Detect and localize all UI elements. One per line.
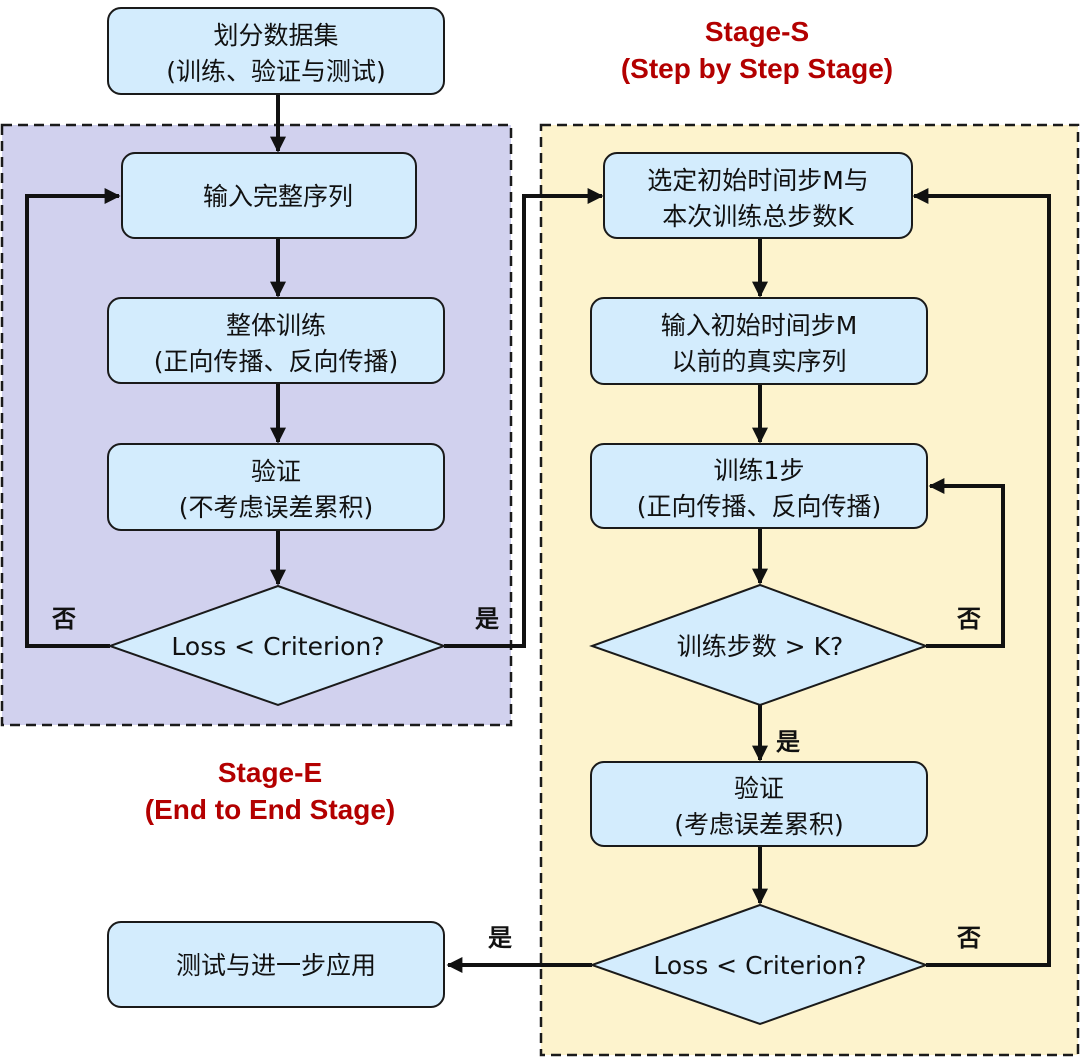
branch-step-no: 否 [956, 605, 981, 633]
arrow-e-no-loop [25, 188, 121, 648]
arrow-e-yes-to-s [444, 188, 604, 648]
branch-step-yes: 是 [776, 728, 800, 756]
node-overall-training: 整体训练 (正向传播、反向传播) [107, 297, 445, 384]
stage-e-subtitle: (End to End Stage) [145, 794, 395, 825]
decision-s-loss-criterion: Loss < Criterion? [589, 903, 929, 1026]
node-s-select-line2: 本次训练总步数K [662, 202, 854, 231]
node-e-train-line2: (正向传播、反向传播) [154, 347, 399, 376]
node-e-validate-line2: (不考虑误差累积) [179, 493, 374, 522]
decision-e-loss-criterion: Loss < Criterion? [107, 584, 447, 707]
decision-e-text: Loss < Criterion? [171, 632, 384, 661]
node-train-one-step: 训练1步 (正向传播、反向传播) [590, 443, 928, 529]
node-input-full-sequence: 输入完整序列 [121, 152, 417, 239]
stage-s-subtitle: (Step by Step Stage) [621, 53, 893, 84]
node-s-validate-line1: 验证 [734, 774, 784, 803]
branch-e-yes: 是 [475, 605, 499, 633]
arrow-s-no-loop [912, 188, 1051, 967]
stage-e-title: Stage-E [218, 757, 322, 788]
node-split-line1: 划分数据集 [213, 21, 338, 50]
node-e-validate-line1: 验证 [251, 457, 301, 486]
branch-e-no: 否 [51, 605, 76, 633]
node-validate-no-accum: 验证 (不考虑误差累积) [107, 443, 445, 531]
branch-s-yes: 是 [488, 924, 512, 952]
node-s-train-line2: (正向传播、反向传播) [637, 492, 882, 521]
node-test-and-apply: 测试与进一步应用 [107, 921, 445, 1008]
arrow-step-no-loop [926, 478, 1005, 648]
node-s-train-line1: 训练1步 [714, 456, 805, 485]
branch-s-no: 否 [956, 924, 981, 952]
node-e-train-line1: 整体训练 [226, 311, 326, 340]
node-input-true-sequence: 输入初始时间步M 以前的真实序列 [590, 297, 928, 385]
stage-s-title: Stage-S [705, 16, 809, 47]
node-s-validate-line2: (考虑误差累积) [674, 810, 844, 839]
decision-step-text: 训练步数 > K? [677, 632, 844, 661]
stage-s-region [539, 123, 1080, 1057]
node-split-dataset: 划分数据集 (训练、验证与测试) [107, 7, 445, 95]
node-s-select-line1: 选定初始时间步M与 [647, 166, 869, 195]
node-select-m-k: 选定初始时间步M与 本次训练总步数K [603, 152, 913, 239]
node-split-line2: (训练、验证与测试) [166, 57, 386, 86]
node-s-input-line2: 以前的真实序列 [671, 347, 846, 376]
node-test-line1: 测试与进一步应用 [176, 951, 376, 980]
decision-s-text: Loss < Criterion? [653, 951, 866, 980]
decision-step-count: 训练步数 > K? [589, 583, 929, 707]
node-s-input-line1: 输入初始时间步M [661, 311, 858, 340]
node-validate-with-accum: 验证 (考虑误差累积) [590, 761, 928, 847]
node-e-input-line1: 输入完整序列 [203, 182, 353, 211]
